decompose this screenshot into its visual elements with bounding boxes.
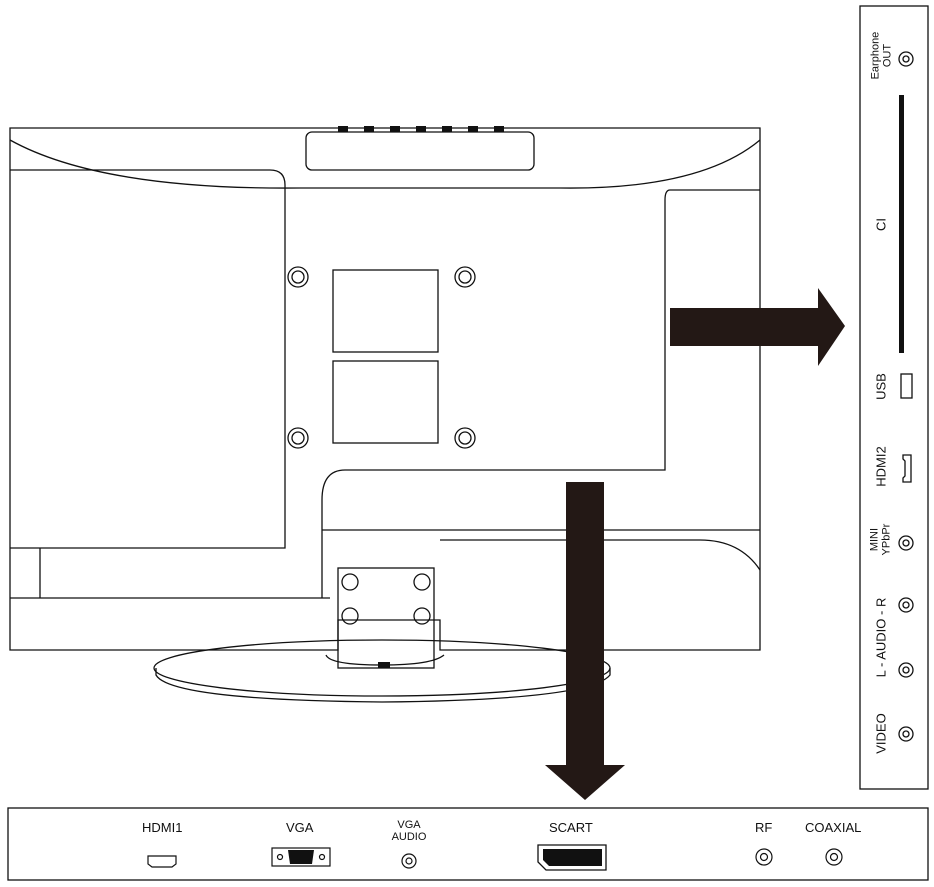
vesa-plate-bottom [332, 360, 439, 444]
hdmi2-port-icon [902, 454, 912, 483]
rf-label: RF [755, 820, 773, 835]
screw-icon [287, 266, 309, 288]
ypbpr-label-line1: MINI [868, 527, 881, 552]
vga-audio-label: VGA AUDIO [389, 819, 429, 843]
audio-r-jack-icon [898, 597, 914, 613]
usb-label: USB [873, 373, 889, 400]
vesa-plate-top [332, 269, 439, 353]
ypbpr-jack-icon [898, 535, 914, 551]
mini-ypbpr-label: MINI YPbPr [868, 517, 892, 563]
screw-icon [454, 266, 476, 288]
coaxial-label: COAXIAL [805, 820, 862, 835]
ci-label: CI [873, 218, 889, 231]
audio-l-jack-icon [898, 662, 914, 678]
stand-neck [337, 567, 435, 669]
hdmi1-port-icon [147, 855, 177, 868]
ci-slot-icon [899, 95, 904, 353]
screw-icon [287, 427, 309, 449]
vga-audio-jack-icon [401, 853, 417, 869]
earphone-label-line1: Earphone [869, 31, 882, 80]
vga-audio-label-line2: AUDIO [391, 830, 427, 843]
tv-back-outline [9, 127, 761, 651]
scart-port-icon [537, 844, 607, 871]
earphone-jack-icon [898, 51, 914, 67]
usb-port-icon [900, 373, 913, 399]
arrow-down [545, 482, 625, 800]
bottom-panel [7, 807, 929, 881]
top-vents [338, 126, 504, 668]
earphone-label-line2: OUT [881, 43, 893, 68]
arrow-right [670, 288, 845, 366]
side-panel [859, 5, 929, 790]
screw-icon [454, 427, 476, 449]
video-jack-icon [898, 726, 914, 742]
earphone-out-label: Earphone OUT [869, 31, 893, 80]
video-label: VIDEO [873, 713, 889, 754]
ypbpr-label-line2: YPbPr [880, 523, 892, 556]
vga-audio-label-line1: VGA [397, 819, 421, 831]
tv-top-band [9, 139, 761, 189]
scart-label: SCART [549, 820, 593, 835]
hdmi1-label: HDMI1 [142, 820, 183, 835]
coaxial-jack-icon [825, 848, 843, 866]
audio-label: L - AUDIO - R [873, 597, 889, 678]
vga-label: VGA [286, 820, 314, 835]
rf-jack-icon [755, 848, 773, 866]
hdmi2-label: HDMI2 [873, 446, 889, 487]
handle-recess [305, 131, 535, 171]
right-panel [321, 189, 760, 598]
vga-port-icon [271, 847, 331, 867]
left-panel [10, 169, 286, 549]
